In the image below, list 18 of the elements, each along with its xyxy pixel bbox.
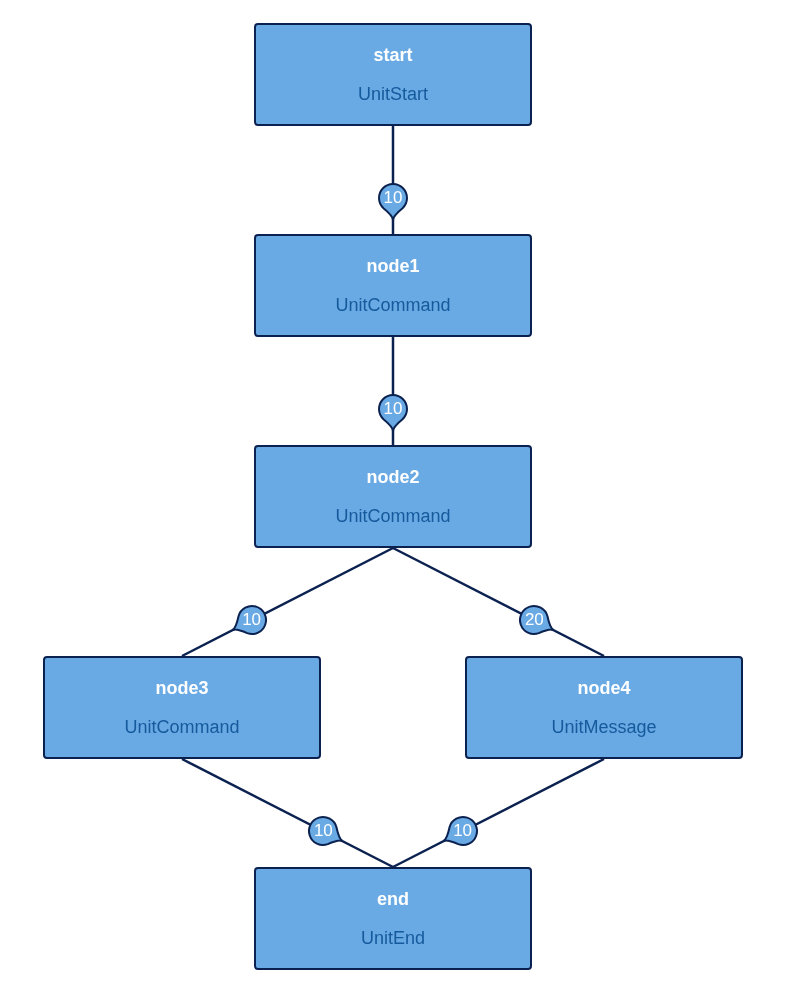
process-box — [254, 867, 532, 970]
process-box — [254, 23, 532, 126]
node-title: node2 — [366, 466, 420, 488]
node-type: UnitEnd — [360, 927, 425, 949]
node-type: UnitCommand — [335, 505, 451, 527]
process-box — [465, 656, 743, 759]
process-box — [254, 234, 532, 337]
node-type: UnitCommand — [335, 294, 451, 316]
node-type: UnitCommand — [124, 716, 240, 738]
node-type: UnitStart — [358, 83, 428, 105]
node-title: node4 — [577, 677, 631, 699]
node-title: node3 — [155, 677, 209, 699]
node-type: UnitMessage — [551, 716, 657, 738]
process-box — [254, 445, 532, 548]
node-title: end — [377, 888, 409, 910]
process-box — [43, 656, 321, 759]
node-title: node1 — [366, 255, 420, 277]
node-title: start — [373, 44, 413, 66]
